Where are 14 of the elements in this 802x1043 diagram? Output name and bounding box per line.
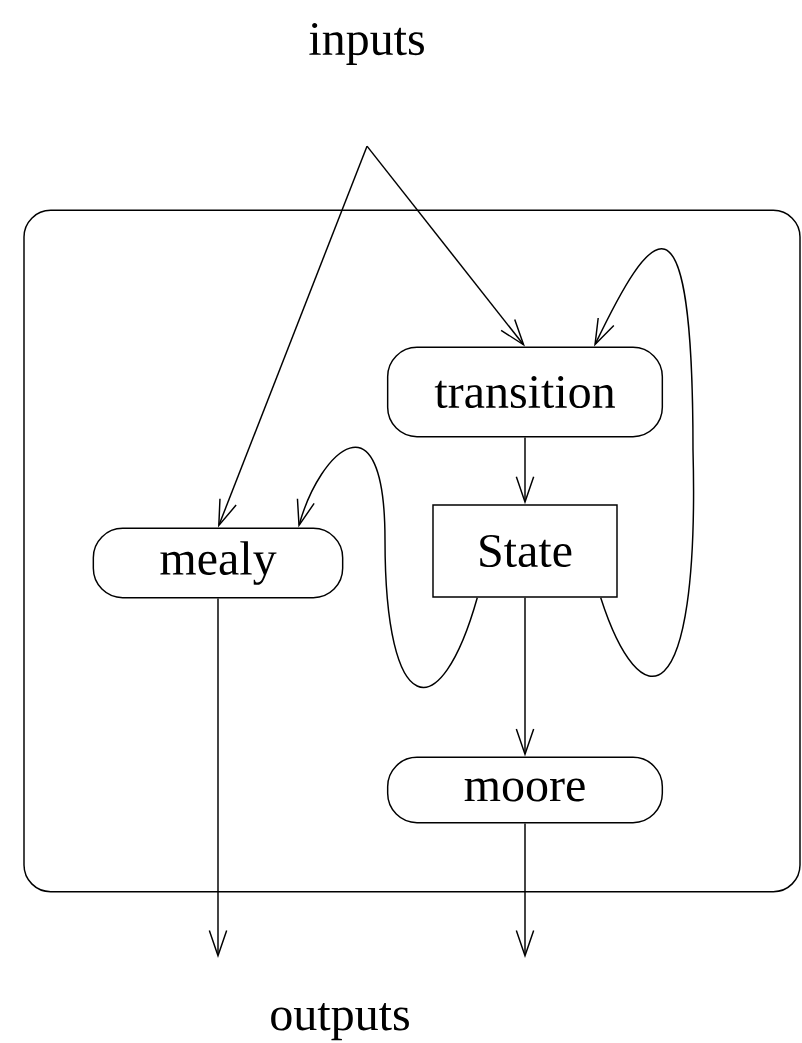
arrow — [208, 597, 228, 958]
output-label: outputs — [271, 1003, 409, 1041]
mealy-box: mealy — [92, 527, 344, 599]
moore-box: moore — [386, 756, 664, 824]
state-box: State — [432, 504, 618, 598]
arrow — [515, 436, 535, 505]
arrow — [594, 248, 695, 677]
arrow — [218, 145, 368, 528]
arrow — [296, 447, 478, 688]
input-label: inputs — [309, 22, 424, 65]
arrow — [366, 145, 525, 347]
transition-box: transition — [386, 346, 664, 438]
arrow — [515, 822, 535, 958]
arrow — [515, 597, 535, 757]
